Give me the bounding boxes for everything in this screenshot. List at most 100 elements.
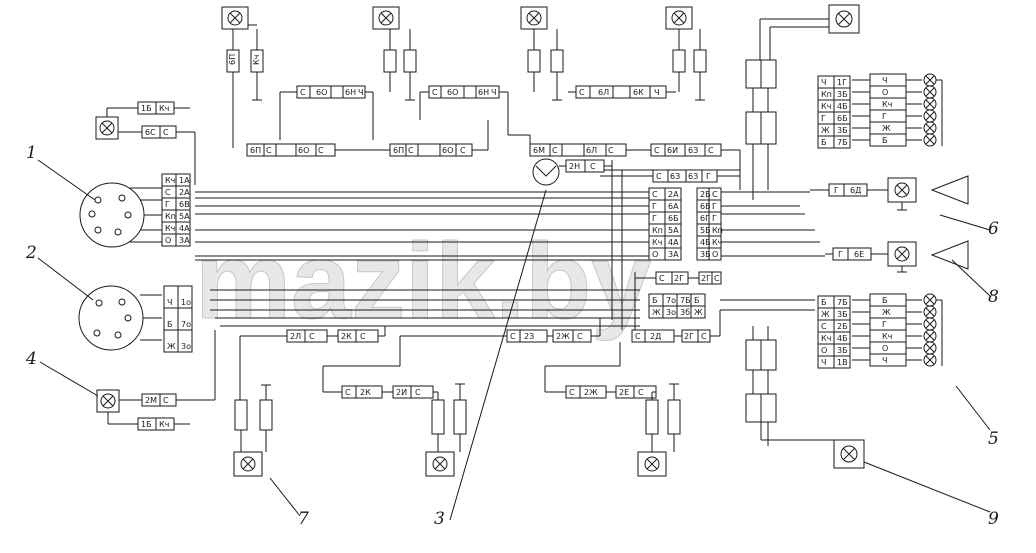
bottom-lamp-group-1	[233, 384, 273, 477]
conn-label: С	[577, 332, 583, 341]
right-bottom-lamp	[745, 326, 865, 469]
conn-label: 6П	[228, 54, 237, 65]
callout-5: 5	[988, 429, 999, 449]
terminal-label: 7Б	[837, 138, 848, 147]
left-lamp-bottom: 2М С 1Б Кч	[96, 330, 216, 431]
left-lamp-top: 1Б Кч 6С С	[95, 101, 196, 185]
terminal-label: Кп	[821, 90, 832, 99]
sensor-3-icon	[532, 158, 560, 186]
conn-label: 6К	[633, 88, 644, 97]
terminal-label: Ж	[821, 310, 830, 319]
conn-label: С	[608, 146, 614, 155]
terminal-label: Г	[652, 214, 657, 223]
conn-label: 2Л	[290, 332, 301, 341]
callout-4: 4	[25, 349, 37, 369]
terminal-label: Б	[821, 298, 827, 307]
terminal-label: 3Б	[837, 310, 848, 319]
lamp-icon	[671, 10, 687, 26]
terminal-label: С	[165, 188, 171, 197]
sensor-2	[78, 285, 162, 351]
conn-label: 2Г	[684, 332, 694, 341]
conn-label: 2Е	[619, 388, 629, 397]
lamp-icon	[923, 97, 937, 111]
conn-label: 6О	[447, 88, 458, 97]
terminal-label: 2А	[179, 188, 190, 197]
conn-label: С	[638, 388, 644, 397]
terminal-label: Г	[882, 320, 887, 329]
conn-label: Ч	[654, 88, 659, 97]
terminal-label: 4Б	[700, 238, 711, 247]
lamp-icon	[923, 317, 937, 331]
terminal-label: 7о	[666, 296, 676, 305]
conn-label: 6Н	[478, 88, 489, 97]
terminal-label: Б	[652, 296, 658, 305]
conn-label: С	[654, 146, 660, 155]
terminal-label: Г	[821, 114, 826, 123]
conn-label: 6И	[667, 146, 678, 155]
terminal-label: Кч	[712, 238, 722, 247]
sensor-2-icon	[78, 285, 144, 351]
callouts: 1 2 3 4 5 6 7 8 9	[25, 143, 999, 529]
conn-label: С	[552, 146, 558, 155]
lamp-icon	[100, 393, 116, 409]
conn-label: Г	[706, 172, 711, 181]
callout-1: 1	[26, 143, 37, 163]
terminal-label: Ч	[821, 78, 826, 87]
watermark-text: mazik.by	[195, 220, 651, 341]
conn-label: 6З	[688, 146, 698, 155]
conn-label: С	[300, 88, 306, 97]
terminal-label: О	[652, 250, 658, 259]
bottom-lamp-group-2	[425, 383, 467, 477]
conn-label: С	[510, 332, 516, 341]
conn-label: С	[163, 396, 169, 405]
conn-label: Кч	[159, 420, 169, 429]
terminal-label: 2Б	[700, 190, 711, 199]
bottom-lamp-group-3	[637, 383, 681, 477]
conn-label: 6О	[316, 88, 327, 97]
conn-label: 2И	[396, 388, 407, 397]
lamp-icon	[894, 246, 910, 262]
conn-label: С	[708, 146, 714, 155]
conn-label: 6П	[250, 146, 261, 155]
conn-label: 2К	[341, 332, 352, 341]
terminal-label: 6А	[668, 202, 679, 211]
terminal-label: О	[821, 346, 827, 355]
lamp-icon	[526, 10, 542, 26]
sensor-1	[79, 182, 162, 248]
conn-label: 2Г	[674, 274, 684, 283]
terminal-label: 6В	[700, 202, 711, 211]
terminal-label: Кп	[165, 212, 176, 221]
top-lamp-group-1: 6П Кч	[221, 6, 264, 148]
terminal-label: Кч	[882, 332, 892, 341]
terminal-label: 3Б	[837, 346, 848, 355]
conn-label: С	[590, 162, 596, 171]
terminal-label: С	[712, 190, 718, 199]
conn-label: С	[635, 332, 641, 341]
terminal-label: 4Б	[837, 102, 848, 111]
terminal-label: Б	[882, 296, 888, 305]
conn-label: С	[266, 146, 272, 155]
lamp-icon	[923, 121, 937, 135]
lamp-icon	[923, 341, 937, 355]
terminal-label: Г	[882, 112, 887, 121]
signal-triangle-8	[930, 240, 969, 270]
lamp-icon	[923, 85, 937, 99]
conn-label: С	[460, 146, 466, 155]
terminal-label: 6В	[179, 200, 190, 209]
lamp-icon	[894, 182, 910, 198]
terminal-label: Кп	[652, 226, 663, 235]
terminal-label: 3А	[179, 236, 190, 245]
conn-label: 6П	[393, 146, 404, 155]
callout-7: 7	[298, 509, 309, 529]
signal-triangle-6	[930, 175, 969, 205]
lamp-icon	[99, 120, 115, 136]
terminal-label: 3А	[668, 250, 679, 259]
conn-label: С	[345, 388, 351, 397]
top-lamp-group-2	[372, 6, 417, 101]
lamp-icon	[644, 456, 660, 472]
terminal-label: 3Б	[700, 250, 711, 259]
